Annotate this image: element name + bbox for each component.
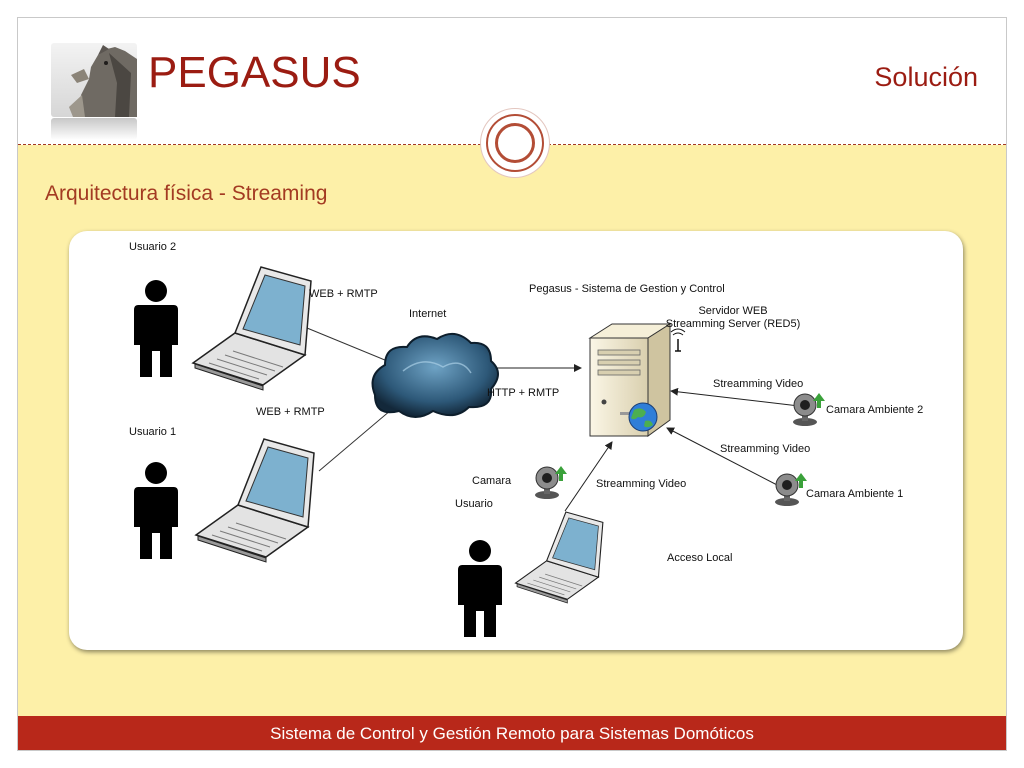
person-icon xyxy=(458,540,502,637)
cloud-icon xyxy=(371,332,499,418)
camera1-label: Camara Ambiente 1 xyxy=(806,488,904,500)
laptop-icon xyxy=(515,511,604,604)
link-camera2-server xyxy=(670,387,800,407)
logo-reflection xyxy=(51,118,137,140)
camera2-label: Camara Ambiente 2 xyxy=(826,404,924,416)
network-diagram: Usuario 2 Usuario 1 Usuario WEB + RMTP W… xyxy=(69,231,963,650)
person-icon xyxy=(134,280,178,377)
webcam-icon xyxy=(774,472,808,507)
link-camera1-label: Streamming Video xyxy=(720,443,811,455)
local-access-label: Acceso Local xyxy=(667,552,733,564)
internet-label: Internet xyxy=(409,308,447,320)
person-icon xyxy=(134,462,178,559)
laptop-icon xyxy=(195,438,315,563)
user1-label: Usuario 1 xyxy=(129,426,177,438)
globe-icon xyxy=(628,402,658,432)
link-user2-label: WEB + RMTP xyxy=(309,288,378,300)
link-camera1-server xyxy=(666,427,782,488)
link-user1-label: WEB + RMTP xyxy=(256,406,325,418)
system-title: Pegasus - Sistema de Gestion y Control xyxy=(529,283,725,295)
antenna-icon xyxy=(670,328,686,352)
webcam-icon xyxy=(534,465,568,500)
footer-text: Sistema de Control y Gestión Remoto para… xyxy=(270,724,754,743)
local-camera-label: Camara xyxy=(472,475,512,487)
server-label-line2: Streamming Server (RED5) xyxy=(665,318,801,330)
server-label-line1: Servidor WEB xyxy=(698,305,768,317)
pegasus-horse-logo-icon xyxy=(51,43,137,117)
ring-ornament-icon xyxy=(486,114,544,172)
local-user-label: Usuario xyxy=(455,498,493,510)
footer-bar: Sistema de Control y Gestión Remoto para… xyxy=(18,716,1006,750)
app-title: PEGASUS xyxy=(148,48,361,97)
section-title: Solución xyxy=(874,62,978,92)
laptop-icon xyxy=(192,266,312,391)
user2-label: Usuario 2 xyxy=(129,241,177,253)
content-title: Arquitectura física - Streaming xyxy=(45,182,328,205)
content-area: Arquitectura física - Streaming xyxy=(18,145,1006,716)
webcam-icon xyxy=(792,392,826,427)
link-camera2-label: Streamming Video xyxy=(713,378,804,390)
link-local-server xyxy=(564,441,613,512)
link-local-label: Streamming Video xyxy=(596,478,687,490)
link-internet-server-label: HTTP + RMTP xyxy=(487,387,560,399)
slide: PEGASUS Solución Arquitectura física - S… xyxy=(17,17,1007,751)
link-user2-internet xyxy=(306,327,398,366)
